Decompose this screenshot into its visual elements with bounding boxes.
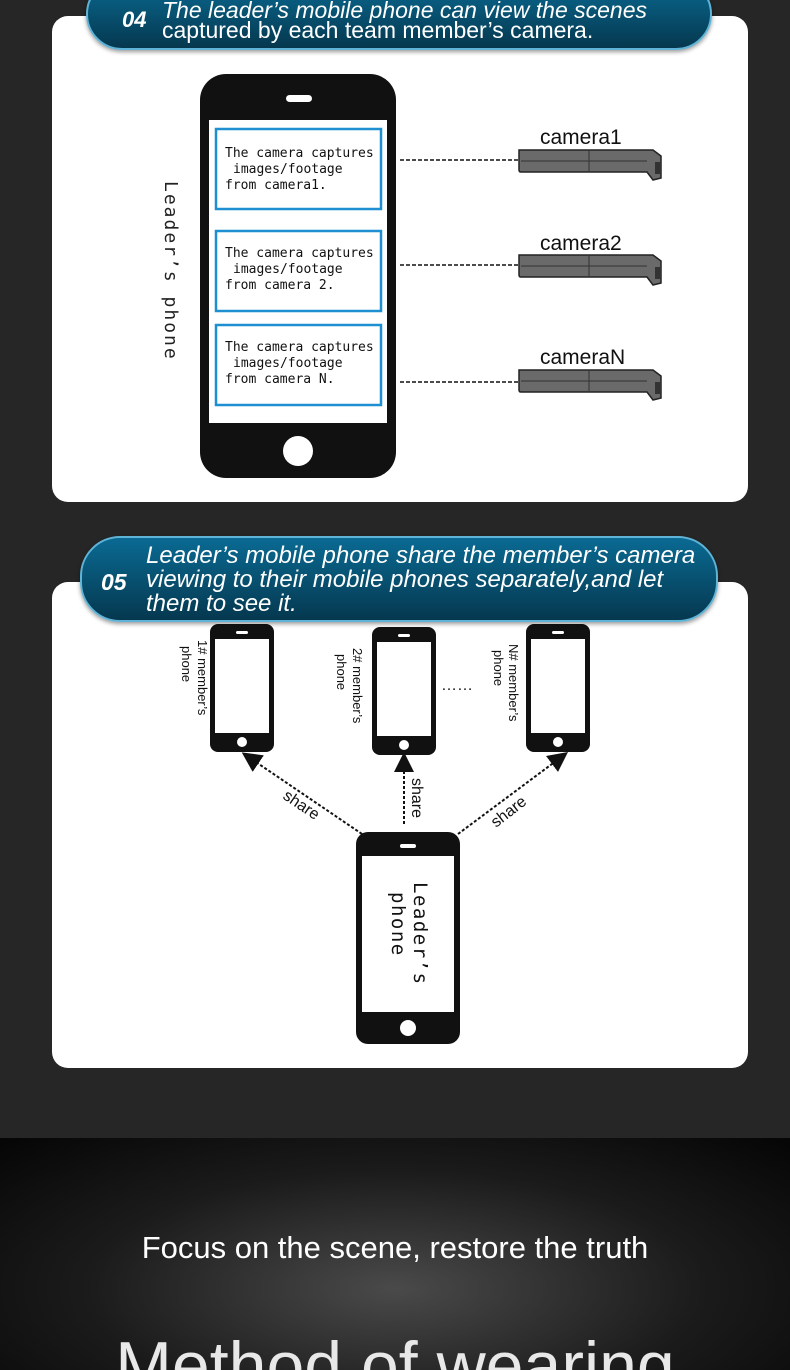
share-label-middle: share (408, 778, 425, 818)
leader-phone (200, 74, 396, 478)
section-05-title-pill: 05 Leader’s mobile phone share the membe… (80, 536, 718, 622)
section-04-title-line2: captured by each team member’s camera. (162, 17, 594, 43)
member-phone-1-label-line1: 1# member’s (195, 640, 210, 716)
leader-phone-share (356, 832, 460, 1044)
capture-box-2-line1: The camera captures (225, 246, 374, 261)
capture-box-2: The camera captures images/footage from … (214, 229, 383, 313)
section-04-card: Leader’s phone The camera captures image… (52, 16, 748, 502)
member-phone-n-label-line1: N# member’s (506, 644, 521, 722)
capture-box-3: The camera captures images/footage from … (214, 323, 383, 407)
share-label-right: share (488, 793, 530, 831)
share-arrow-right (457, 752, 569, 835)
section-04-number: 04 (122, 7, 147, 32)
leader-phone-share-line1: Leader’s (409, 882, 431, 986)
section-04-title-pill: 04 The leader’s mobile phone can view th… (86, 0, 712, 50)
capture-box-1-line2: images/footage (233, 162, 343, 177)
section-05-title-line1: Leader’s mobile phone share the member’s… (146, 542, 696, 569)
capture-box-1: The camera captures images/footage from … (214, 127, 383, 211)
camera-2-label: camera2 (540, 232, 622, 255)
member-phone-n-label-line2: phone (491, 650, 506, 686)
footer-banner: Focus on the scene, restore the truth Me… (0, 1138, 790, 1370)
section-04-diagram: Leader’s phone The camera captures image… (160, 74, 662, 478)
footer-tagline: Focus on the scene, restore the truth (141, 1230, 649, 1265)
capture-box-3-line2: images/footage (233, 356, 343, 371)
camera-n-icon (518, 369, 662, 401)
leader-phone-label: Leader’s phone (160, 181, 181, 361)
camera-1-label: camera1 (540, 126, 622, 149)
leader-phone-share-line2: phone (387, 892, 409, 957)
member-phone-2 (372, 627, 436, 755)
section-05-title-line3: them to see it. (146, 590, 297, 617)
capture-box-1-line1: The camera captures (225, 146, 374, 161)
member-phone-2-label-line1: 2# member’s (350, 648, 365, 724)
share-arrow-left (241, 752, 363, 835)
section-05-card: 1# member’s phone 2# member’s phone …… N… (52, 582, 748, 1068)
section-05-number: 05 (101, 569, 127, 595)
member-phone-1-label-line2: phone (179, 646, 194, 682)
capture-box-2-line2: images/footage (233, 262, 343, 277)
section-05-diagram: 1# member’s phone 2# member’s phone …… N… (179, 624, 590, 1044)
member-phone-1 (210, 624, 274, 752)
section-04-title-line1: The leader’s mobile phone can view the s… (162, 0, 647, 23)
capture-box-3-line1: The camera captures (225, 340, 374, 355)
capture-box-3-line3: from camera N. (225, 372, 335, 387)
camera-2-icon (518, 254, 662, 286)
section-05-title-line2: viewing to their mobile phones separatel… (146, 566, 664, 593)
capture-box-2-line3: from camera 2. (225, 278, 335, 293)
member-phone-n (526, 624, 590, 752)
camera-1-icon (518, 149, 662, 181)
member-phone-2-label-line2: phone (334, 654, 349, 690)
footer-heading: Method of wearing (115, 1328, 675, 1370)
capture-box-1-line3: from camera1. (225, 178, 327, 193)
ellipsis-text: …… (441, 677, 473, 694)
share-label-left: share (280, 787, 323, 824)
camera-n-label: cameraN (540, 346, 625, 369)
